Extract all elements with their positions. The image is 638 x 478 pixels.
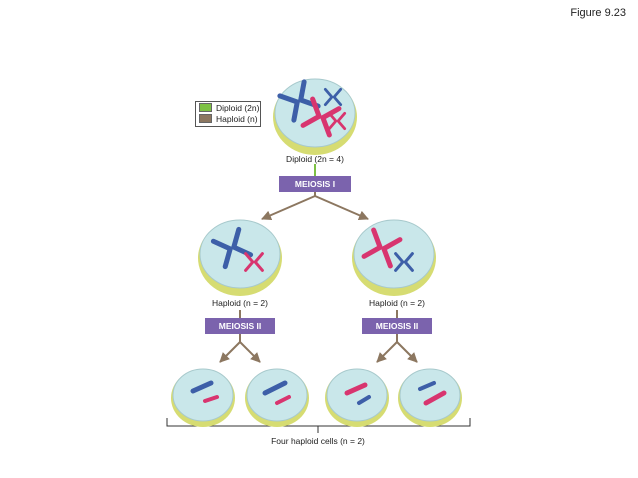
chromosome-pink-large <box>361 227 403 269</box>
chromatid-pink-large <box>423 390 447 406</box>
arrow-m2-left-b <box>239 341 261 363</box>
cell-daughter-3 <box>325 368 389 427</box>
arrow-m1-left <box>261 195 316 221</box>
arrow-m2-left-a <box>219 341 241 363</box>
chromosome-pink-large <box>300 96 342 138</box>
chromatid-blue-small <box>418 381 436 391</box>
legend-label-diploid: Diploid (2n) <box>216 102 260 113</box>
chromatid-pink-large <box>344 382 368 396</box>
figure-number: Figure 9.23 <box>570 7 626 19</box>
chromatid-pink-small <box>203 395 219 403</box>
label-haploid-left: Haploid (n = 2) <box>212 298 268 308</box>
cell-haploid-right <box>352 219 436 296</box>
legend-label-haploid: Haploid (n) <box>216 113 258 124</box>
legend-item-haploid: Haploid (n) <box>196 113 260 124</box>
stage-meiosis-2-left: MEIOSIS II <box>205 318 275 334</box>
chromatid-pink-small <box>275 395 291 405</box>
chromosome-pink-small <box>327 111 347 131</box>
legend-swatch-haploid <box>199 114 212 123</box>
arrow-m1-right <box>314 195 369 221</box>
cell-daughter-4 <box>398 368 462 427</box>
chromatid-blue-large <box>262 380 288 396</box>
chromatid-blue-small <box>357 395 371 405</box>
cell-haploid-left <box>198 219 282 296</box>
stage-meiosis-1: MEIOSIS I <box>279 176 351 192</box>
cell-daughter-2 <box>245 368 309 427</box>
chromosome-blue-small <box>323 87 343 107</box>
chromosome-blue-small <box>394 252 414 272</box>
chromosome-pink-small <box>244 252 264 272</box>
legend: Diploid (2n) Haploid (n) <box>195 101 261 127</box>
label-diploid: Diploid (2n = 4) <box>286 154 344 164</box>
label-four-haploid-cells: Four haploid cells (n = 2) <box>271 436 365 446</box>
legend-swatch-diploid <box>199 103 212 112</box>
arrow-m2-right-a <box>376 341 398 363</box>
stage-meiosis-2-right: MEIOSIS II <box>362 318 432 334</box>
connectors <box>219 164 418 363</box>
chromatid-blue-large <box>190 380 214 394</box>
bottom-bracket <box>166 418 471 433</box>
arrow-m2-right-b <box>396 341 418 363</box>
legend-item-diploid: Diploid (2n) <box>196 102 260 113</box>
cell-parent-diploid <box>273 78 357 155</box>
cell-daughter-1 <box>171 368 235 427</box>
label-haploid-right: Haploid (n = 2) <box>369 298 425 308</box>
